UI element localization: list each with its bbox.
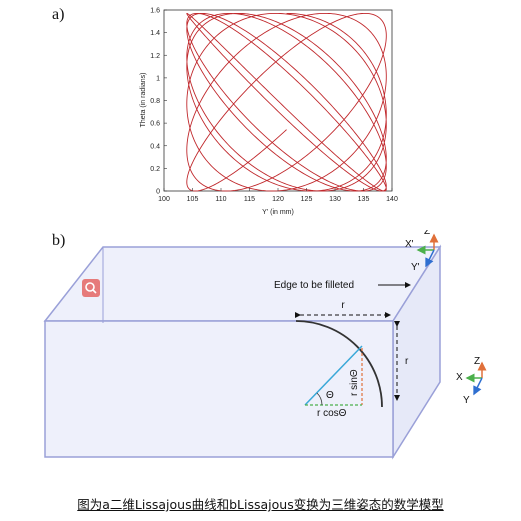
- x-tick-label: 135: [358, 196, 370, 203]
- sin-label: r sinΘ: [349, 369, 360, 396]
- z-prime-label: Z': [424, 230, 432, 237]
- radius-line: [304, 345, 363, 406]
- figure-caption: 图为a二维Lissajous曲线和bLissajous变换为三维姿态的数学模型: [77, 497, 444, 512]
- x-tick-label: 120: [272, 196, 284, 203]
- x-tick-label: 100: [158, 196, 170, 203]
- series-curve-group: [186, 12, 387, 192]
- box-front-face: [44, 320, 394, 458]
- fillet-arc: [295, 320, 383, 408]
- y-axis-label: Theta (in radians): [140, 73, 147, 128]
- fillet-diagram: r r Θ r sinΘ r cosΘ Edge to be filleted …: [43, 230, 487, 460]
- radius-label-vertical: r: [405, 356, 409, 367]
- y-prime-label: Y': [411, 262, 420, 273]
- x-tick-label: 140: [386, 196, 398, 203]
- y-prime-axis: [425, 249, 435, 268]
- lissajous-series-line: [186, 12, 387, 192]
- theta-arc: [316, 392, 323, 406]
- x-axis-label-side: X: [456, 372, 463, 383]
- panel-label-a: a): [52, 6, 65, 23]
- y-tick-label: 1.6: [150, 8, 160, 15]
- y-tick-label: 0.2: [150, 166, 160, 173]
- y-tick-label: 1.4: [150, 30, 160, 37]
- box-top-face: [43, 246, 442, 322]
- y-axis-label-side: Y: [463, 395, 470, 406]
- x-tick-label: 105: [187, 196, 199, 203]
- y-tick-label: 1: [156, 75, 160, 82]
- x-tick-label: 110: [215, 196, 226, 203]
- theta-label: Θ: [326, 390, 334, 401]
- radius-label-top: r: [341, 300, 345, 311]
- x-tick-label: 125: [301, 196, 313, 203]
- lissajous-chart: 100 105 110 115 120 125 130 135 140 0 0.2 0.4 0.6 0.…: [140, 8, 398, 217]
- edge-label: Edge to be filleted: [274, 280, 354, 291]
- x-ticks: 100 105 110 115 120 125 130 135 140: [158, 188, 398, 203]
- search-button[interactable]: [82, 279, 100, 297]
- cos-label: r cosΘ: [317, 408, 347, 419]
- y-tick-label: 0.4: [150, 143, 160, 150]
- y-axis: [473, 377, 483, 396]
- y-tick-label: 0.6: [150, 121, 160, 128]
- y-tick-label: 1.2: [150, 53, 160, 60]
- side-axes-triad: Z X Y: [456, 356, 487, 406]
- z-axis-label: Z: [474, 356, 480, 367]
- y-tick-label: 0.8: [150, 98, 160, 105]
- x-prime-label: X': [405, 239, 414, 250]
- y-tick-label: 0: [156, 189, 160, 196]
- x-tick-label: 130: [329, 196, 341, 203]
- top-axes-triad: Z' X' Y': [405, 230, 439, 273]
- y-ticks: 0 0.2 0.4 0.6 0.8 1 1.2 1.4 1.6: [150, 8, 167, 196]
- x-axis-label: Y' (in mm): [262, 209, 294, 216]
- search-icon: [85, 282, 97, 294]
- panel-label-b: b): [52, 232, 66, 249]
- x-tick-label: 115: [244, 196, 255, 203]
